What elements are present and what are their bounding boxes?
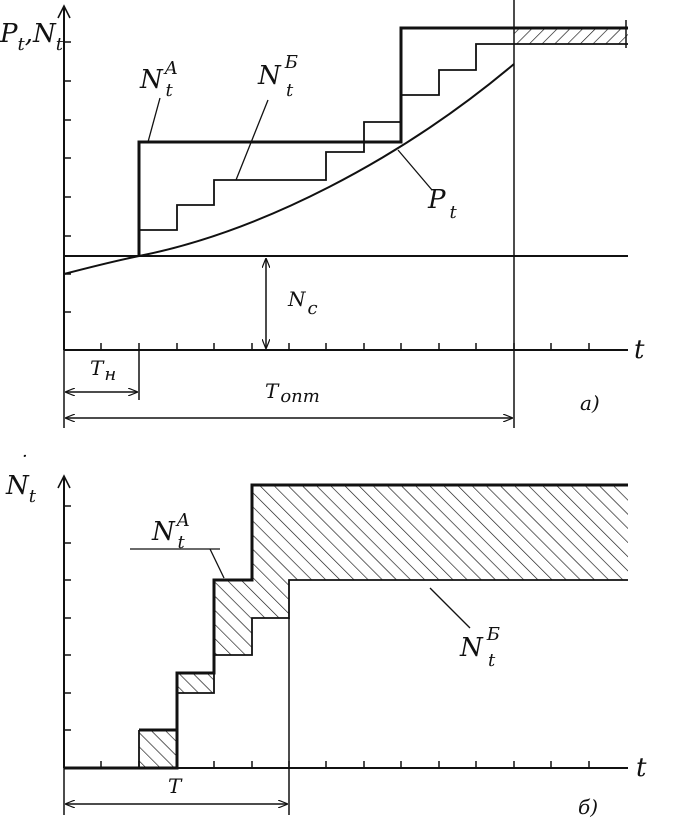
panel-b-y-ticks — [64, 505, 71, 731]
panel-b-tag: б) — [578, 795, 598, 819]
panel-b-y-axis-arrow — [57, 474, 71, 489]
panel-a-x-axis-label: t — [634, 335, 645, 365]
panel-b-y-axis-dot: · — [22, 446, 28, 467]
panel-a-tag: a) — [580, 391, 600, 415]
panel-a-na-leader — [147, 97, 161, 143]
panel-b-nb-leader — [429, 587, 471, 629]
panel-a-pt-leader — [397, 149, 433, 191]
panel-a-tn-label: Tн — [90, 356, 116, 385]
panel-b-na-step-line — [64, 483, 628, 770]
panel-a-hatched-region — [514, 28, 628, 44]
panel-b-y-axis-label: Nt — [5, 471, 37, 507]
panel-a-pt-curve — [63, 63, 515, 275]
panel-b-x-axis-label: t — [636, 753, 647, 783]
panel-a-nb-leader — [235, 99, 269, 181]
panel-a-na-step-line — [137, 26, 628, 256]
panel-a-y-axis-arrow — [57, 4, 71, 19]
panel-a-y-axis-label: Pt,Nt — [0, 19, 64, 55]
panel-b-hatched-regions — [139, 485, 628, 768]
panel-a-nb-step-line — [138, 43, 628, 256]
panel-b-t-label: T — [168, 774, 183, 798]
panel-a-x-ticks — [100, 343, 590, 350]
panel-b-na-leader-drop — [209, 548, 225, 579]
